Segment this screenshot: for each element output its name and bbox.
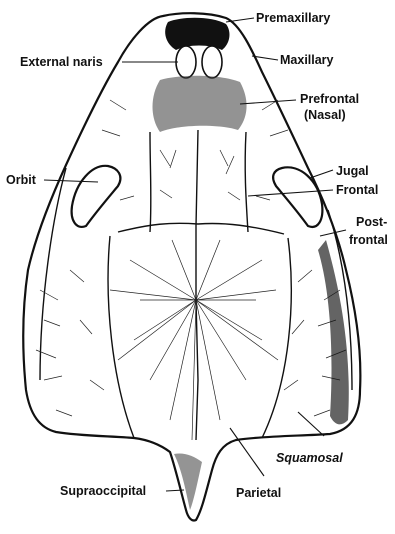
jugal-leader (310, 170, 333, 178)
label-prefrontal-nasal: (Nasal) (304, 108, 346, 122)
prefrontal-bone (153, 76, 247, 132)
label-prefrontal: Prefrontal (300, 92, 359, 106)
label-postfrontal-2: frontal (349, 233, 388, 247)
label-orbit: Orbit (6, 173, 37, 187)
label-parietal: Parietal (236, 486, 281, 500)
label-squamosal: Squamosal (276, 451, 343, 465)
external-naris-right (202, 46, 222, 78)
label-postfrontal: Post- (356, 215, 387, 229)
label-frontal: Frontal (336, 183, 378, 197)
premaxillary-bone (165, 18, 229, 50)
label-maxillary: Maxillary (280, 53, 334, 67)
label-jugal: Jugal (336, 164, 369, 178)
label-external-naris: External naris (20, 55, 103, 69)
external-naris-left (176, 46, 196, 78)
label-premaxillary: Premaxillary (256, 11, 330, 25)
label-supraoccipital: Supraoccipital (60, 484, 146, 498)
